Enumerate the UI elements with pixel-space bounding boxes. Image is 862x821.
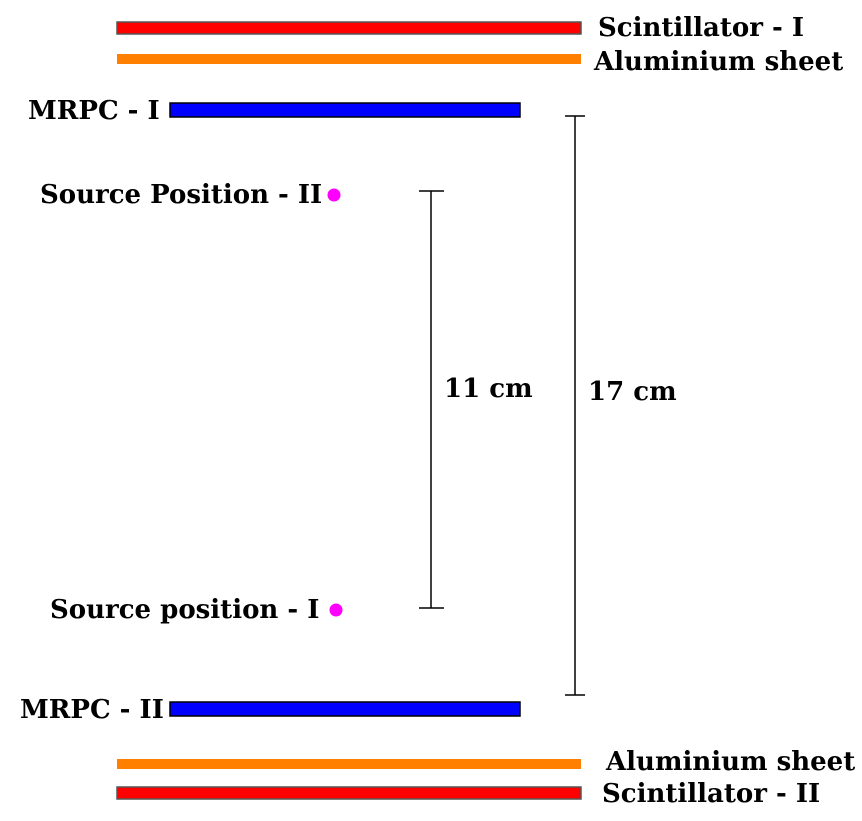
source-1-label: Source position - I	[50, 595, 319, 625]
mrpc-bottom-bar	[169, 701, 521, 717]
aluminium-bottom-label: Aluminium sheet	[605, 747, 855, 777]
scintillator-top-bar	[116, 21, 582, 35]
mrpc-top-label: MRPC - I	[28, 96, 160, 126]
dimension-17cm-label: 17 cm	[588, 377, 677, 407]
scintillator-bottom-bar	[116, 786, 582, 800]
dimension-17cm	[565, 115, 585, 696]
scintillator-bottom-label: Scintillator - II	[602, 779, 820, 809]
dimension-11cm	[419, 190, 444, 609]
source-1-dot	[329, 603, 343, 617]
mrpc-bottom-label: MRPC - II	[20, 695, 164, 725]
scintillator-top-label: Scintillator - I	[598, 13, 804, 43]
source-2-dot	[327, 188, 341, 202]
aluminium-top-bar	[117, 54, 581, 64]
aluminium-top-label: Aluminium sheet	[593, 47, 843, 77]
aluminium-bottom-bar	[117, 759, 581, 769]
source-2-label: Source Position - II	[40, 180, 322, 210]
dimension-11cm-label: 11 cm	[444, 374, 533, 404]
mrpc-top-bar	[169, 102, 521, 118]
